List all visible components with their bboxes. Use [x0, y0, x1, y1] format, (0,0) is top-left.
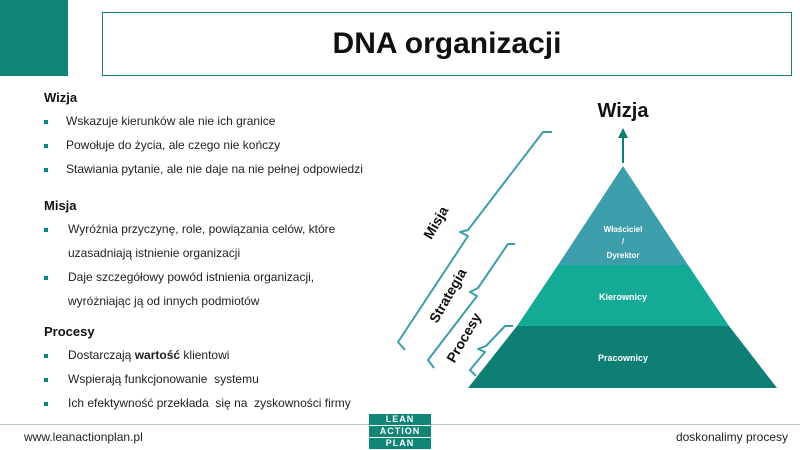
level-label-kierownicy: Kierownicy: [599, 292, 647, 302]
list-item: Wskazuje kierunków ale nie ich granice: [44, 114, 444, 130]
list-item-text: Dostarczają wartość klientowi: [68, 348, 229, 362]
section-heading-procesy: Procesy: [44, 324, 95, 339]
bullet-icon: [44, 402, 48, 406]
bullet-icon: [44, 144, 48, 148]
text-part: klientowi: [180, 348, 230, 362]
list-item: Wspierają funkcjonowanie systemu: [44, 372, 444, 388]
bullet-icon: [44, 168, 48, 172]
logo-row: PLAN: [369, 438, 431, 449]
bracket-procesy: [469, 325, 513, 377]
side-label-procesy: Procesy: [443, 310, 484, 365]
list-item-text: Ich efektywność przekłada się na zyskown…: [68, 396, 351, 410]
level-label-line: Dyrektor: [607, 251, 640, 260]
list-item-text: Daje szczegółowy powód istnienia organiz…: [68, 270, 315, 284]
list-item: Powołuje do życia, ale czego nie kończy: [44, 138, 444, 154]
level-label-line: Właściciel: [604, 225, 643, 234]
bullet-icon: [44, 378, 48, 382]
lean-action-plan-logo: LEAN ACTION PLAN: [369, 414, 431, 450]
section-heading-wizja: Wizja: [44, 90, 78, 105]
bracket-misja: [397, 131, 552, 351]
level-label-pracownicy: Pracownicy: [598, 353, 648, 363]
bullet-icon: [44, 354, 48, 358]
bullet-icon: [44, 228, 48, 232]
list-item: Daje szczegółowy powód istnienia organiz…: [44, 270, 444, 310]
level-label-line: /: [622, 237, 625, 246]
pyramid-level-top: [558, 166, 688, 265]
bracket-strategia: [427, 243, 515, 369]
logo-row: ACTION: [369, 426, 431, 437]
page-title: DNA organizacji: [332, 27, 562, 60]
list-item-text: Wyróżnia przyczynę, role, powiązania cel…: [68, 222, 336, 236]
list-item-text: Powołuje do życia, ale czego nie kończy: [66, 138, 281, 152]
corner-accent-block: [0, 0, 68, 76]
footer-tagline: doskonalimy procesy: [675, 430, 788, 444]
list-item-text-continued: uzasadniają istnienie organizacji: [68, 246, 241, 260]
footer-website-link[interactable]: www.leanactionplan.pl: [24, 430, 143, 444]
arrow-up-icon: [618, 128, 628, 138]
bullet-icon: [44, 120, 48, 124]
section-heading-misja: Misja: [44, 198, 77, 213]
list-item-text-continued: wyróżniając ją od innych podmiotów: [68, 294, 260, 308]
pyramid-level-middle: [517, 265, 729, 326]
list-item-text: Wspierają funkcjonowanie systemu: [68, 372, 259, 386]
pyramid-top-label: Wizja: [598, 100, 650, 122]
bullet-icon: [44, 276, 48, 280]
list-item: Stawiania pytanie, ale nie daje na nie p…: [44, 162, 444, 178]
list-item: Ich efektywność przekłada się na zyskown…: [44, 396, 444, 412]
title-box: DNA organizacji: [102, 12, 792, 76]
list-item: Wyróżnia przyczynę, role, powiązania cel…: [44, 222, 444, 262]
list-item: Dostarczają wartość klientowi: [44, 348, 444, 364]
logo-row: LEAN: [369, 414, 431, 425]
side-label-strategia: Strategia: [426, 265, 470, 325]
list-item-text: Stawiania pytanie, ale nie daje na nie p…: [66, 162, 363, 176]
side-label-misja: Misja: [420, 203, 451, 242]
list-item-text: Wskazuje kierunków ale nie ich granice: [66, 114, 276, 128]
pyramid-level-bottom: [468, 326, 777, 388]
emphasis-text: wartość: [134, 348, 181, 362]
text-part: Dostarczają: [68, 348, 135, 362]
